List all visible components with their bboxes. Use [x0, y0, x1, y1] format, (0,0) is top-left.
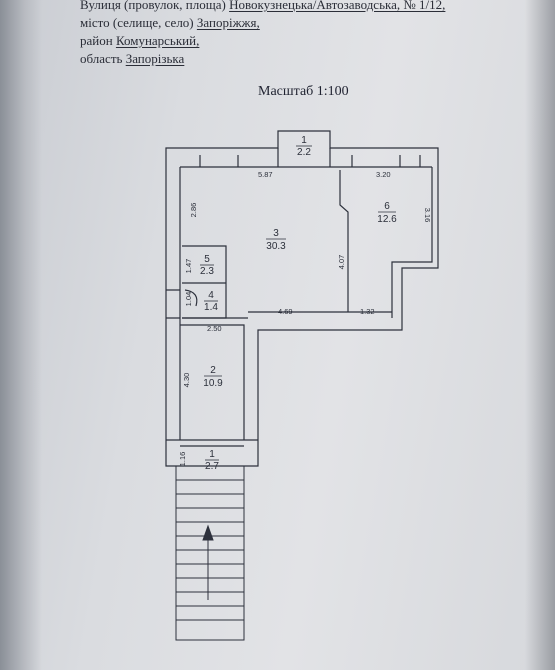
- district-value: Комунарський,: [115, 33, 200, 48]
- room-4-area: 1.4: [204, 302, 218, 313]
- dim-room3-left: 2.86: [189, 203, 198, 218]
- dim-room5-height: 1.47: [184, 259, 193, 274]
- room-6-area: 12.6: [377, 214, 397, 225]
- district-prefix: район: [80, 33, 113, 48]
- room-6-number: 6: [384, 201, 390, 212]
- dim-partition-length: 4.07: [337, 255, 346, 270]
- room-1-number: 1: [301, 135, 307, 146]
- vestibule-number: 1: [209, 449, 215, 460]
- dim-room2-width: 2.50: [207, 324, 222, 333]
- dim-room3-width: 5.87: [258, 170, 273, 179]
- dim-room6-width: 3.20: [376, 170, 391, 179]
- room-4-number: 4: [208, 290, 214, 301]
- region-value: Запорізька: [125, 51, 185, 66]
- dim-room4-height: 1.04: [184, 292, 193, 307]
- dim-vestibule-height: 1.16: [178, 452, 187, 467]
- room-1-area: 2.2: [297, 147, 311, 158]
- room-3-area: 30.3: [266, 241, 286, 252]
- room-2-number: 2: [210, 365, 216, 376]
- room-2-area: 10.9: [203, 378, 223, 389]
- vestibule-area: 2.7: [205, 461, 219, 472]
- street-value: Новокузнецька/Автозаводська, № 1/12,: [229, 0, 446, 12]
- region-prefix: область: [80, 51, 123, 66]
- room-5-area: 2.3: [200, 266, 214, 277]
- address-line-district: район Комунарський,: [80, 33, 199, 49]
- plan-walls: [165, 130, 439, 467]
- entry-stairs: [175, 466, 245, 641]
- street-prefix: Вулиця (провулок, площа): [80, 0, 226, 12]
- city-value: Запоріжжя,: [196, 15, 260, 30]
- dim-room6-right: 3.16: [423, 208, 432, 223]
- city-prefix: місто (селище, село): [80, 15, 194, 30]
- room-3-number: 3: [273, 228, 279, 239]
- address-line-street: Вулиця (провулок, площа) Новокузнецька/А…: [80, 0, 445, 13]
- page-edge-shadow: [525, 0, 555, 670]
- dim-room2-height: 4.30: [182, 373, 191, 388]
- dim-room6-bottom: 1.32: [360, 307, 375, 316]
- dim-room3-bottom: 4.69: [278, 307, 293, 316]
- address-line-region: область Запорізька: [80, 51, 184, 67]
- address-line-city: місто (селище, село) Запоріжжя,: [80, 15, 260, 31]
- room-5-number: 5: [204, 254, 210, 265]
- page-fold-shadow: [0, 0, 42, 670]
- scale-label: Масштаб 1:100: [258, 84, 349, 99]
